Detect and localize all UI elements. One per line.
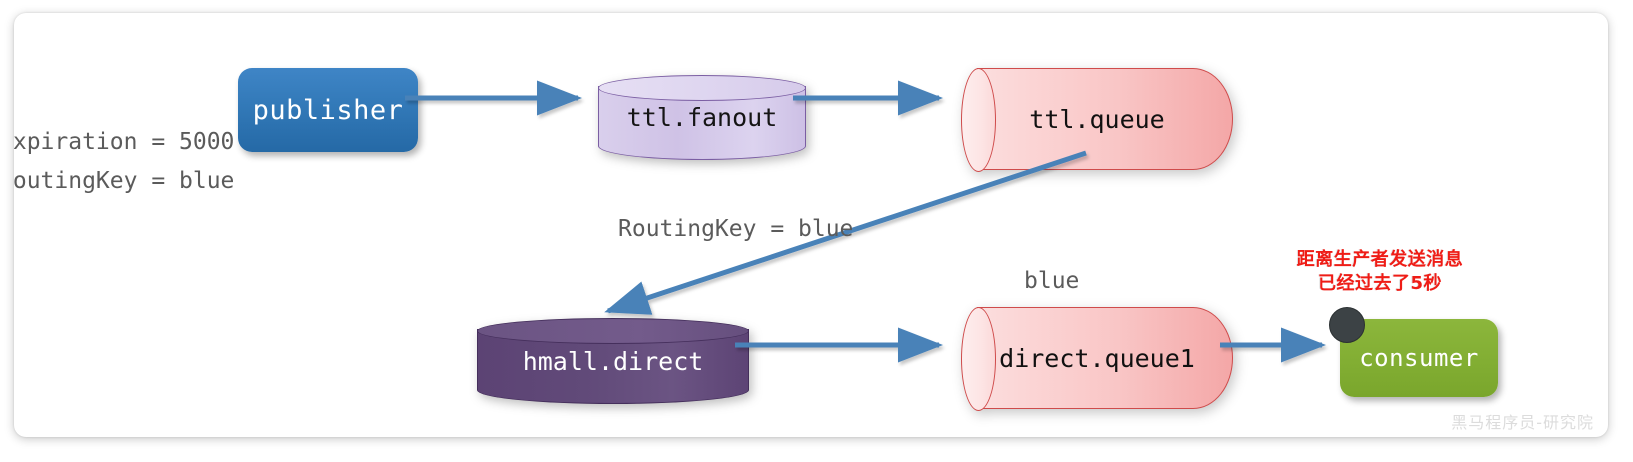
label-routing-key-left: RoutingKey = blue <box>14 168 235 194</box>
queue-left-cap-ellipse <box>961 307 996 411</box>
node-direct-queue1[interactable]: direct.queue1 <box>961 307 1233 411</box>
node-hmall-direct[interactable]: hmall.direct <box>477 318 749 404</box>
label-routing-key-middle: RoutingKey = blue <box>618 216 854 242</box>
queue-body <box>977 307 1233 409</box>
watermark: 黑马程序员-研究院 <box>1451 413 1594 432</box>
annotation-elapsed-time: 距离生产者发送消息 已经过去了5秒 <box>1276 248 1484 296</box>
label-binding-key-blue: blue <box>1024 268 1080 294</box>
queue-body <box>977 68 1233 170</box>
node-ttl-queue[interactable]: ttl.queue <box>961 68 1233 172</box>
cylinder-top-ellipse <box>477 318 749 344</box>
node-consumer-label: consumer <box>1359 344 1479 372</box>
selection-anchor-handle[interactable] <box>1329 307 1365 343</box>
node-publisher-label: publisher <box>252 94 404 126</box>
node-ttl-fanout[interactable]: ttl.fanout <box>598 75 806 160</box>
label-expiration: expiration = 5000 <box>14 129 235 155</box>
cylinder-top-ellipse <box>598 75 806 101</box>
annotation-line-2: 已经过去了5秒 <box>1317 272 1443 294</box>
diagram-canvas: publisher ttl.fanout ttl.queue hmall.dir… <box>14 13 1608 437</box>
annotation-line-1: 距离生产者发送消息 <box>1296 249 1464 270</box>
node-publisher[interactable]: publisher <box>238 68 418 152</box>
queue-left-cap-ellipse <box>961 68 996 172</box>
node-consumer[interactable]: consumer <box>1329 307 1498 397</box>
